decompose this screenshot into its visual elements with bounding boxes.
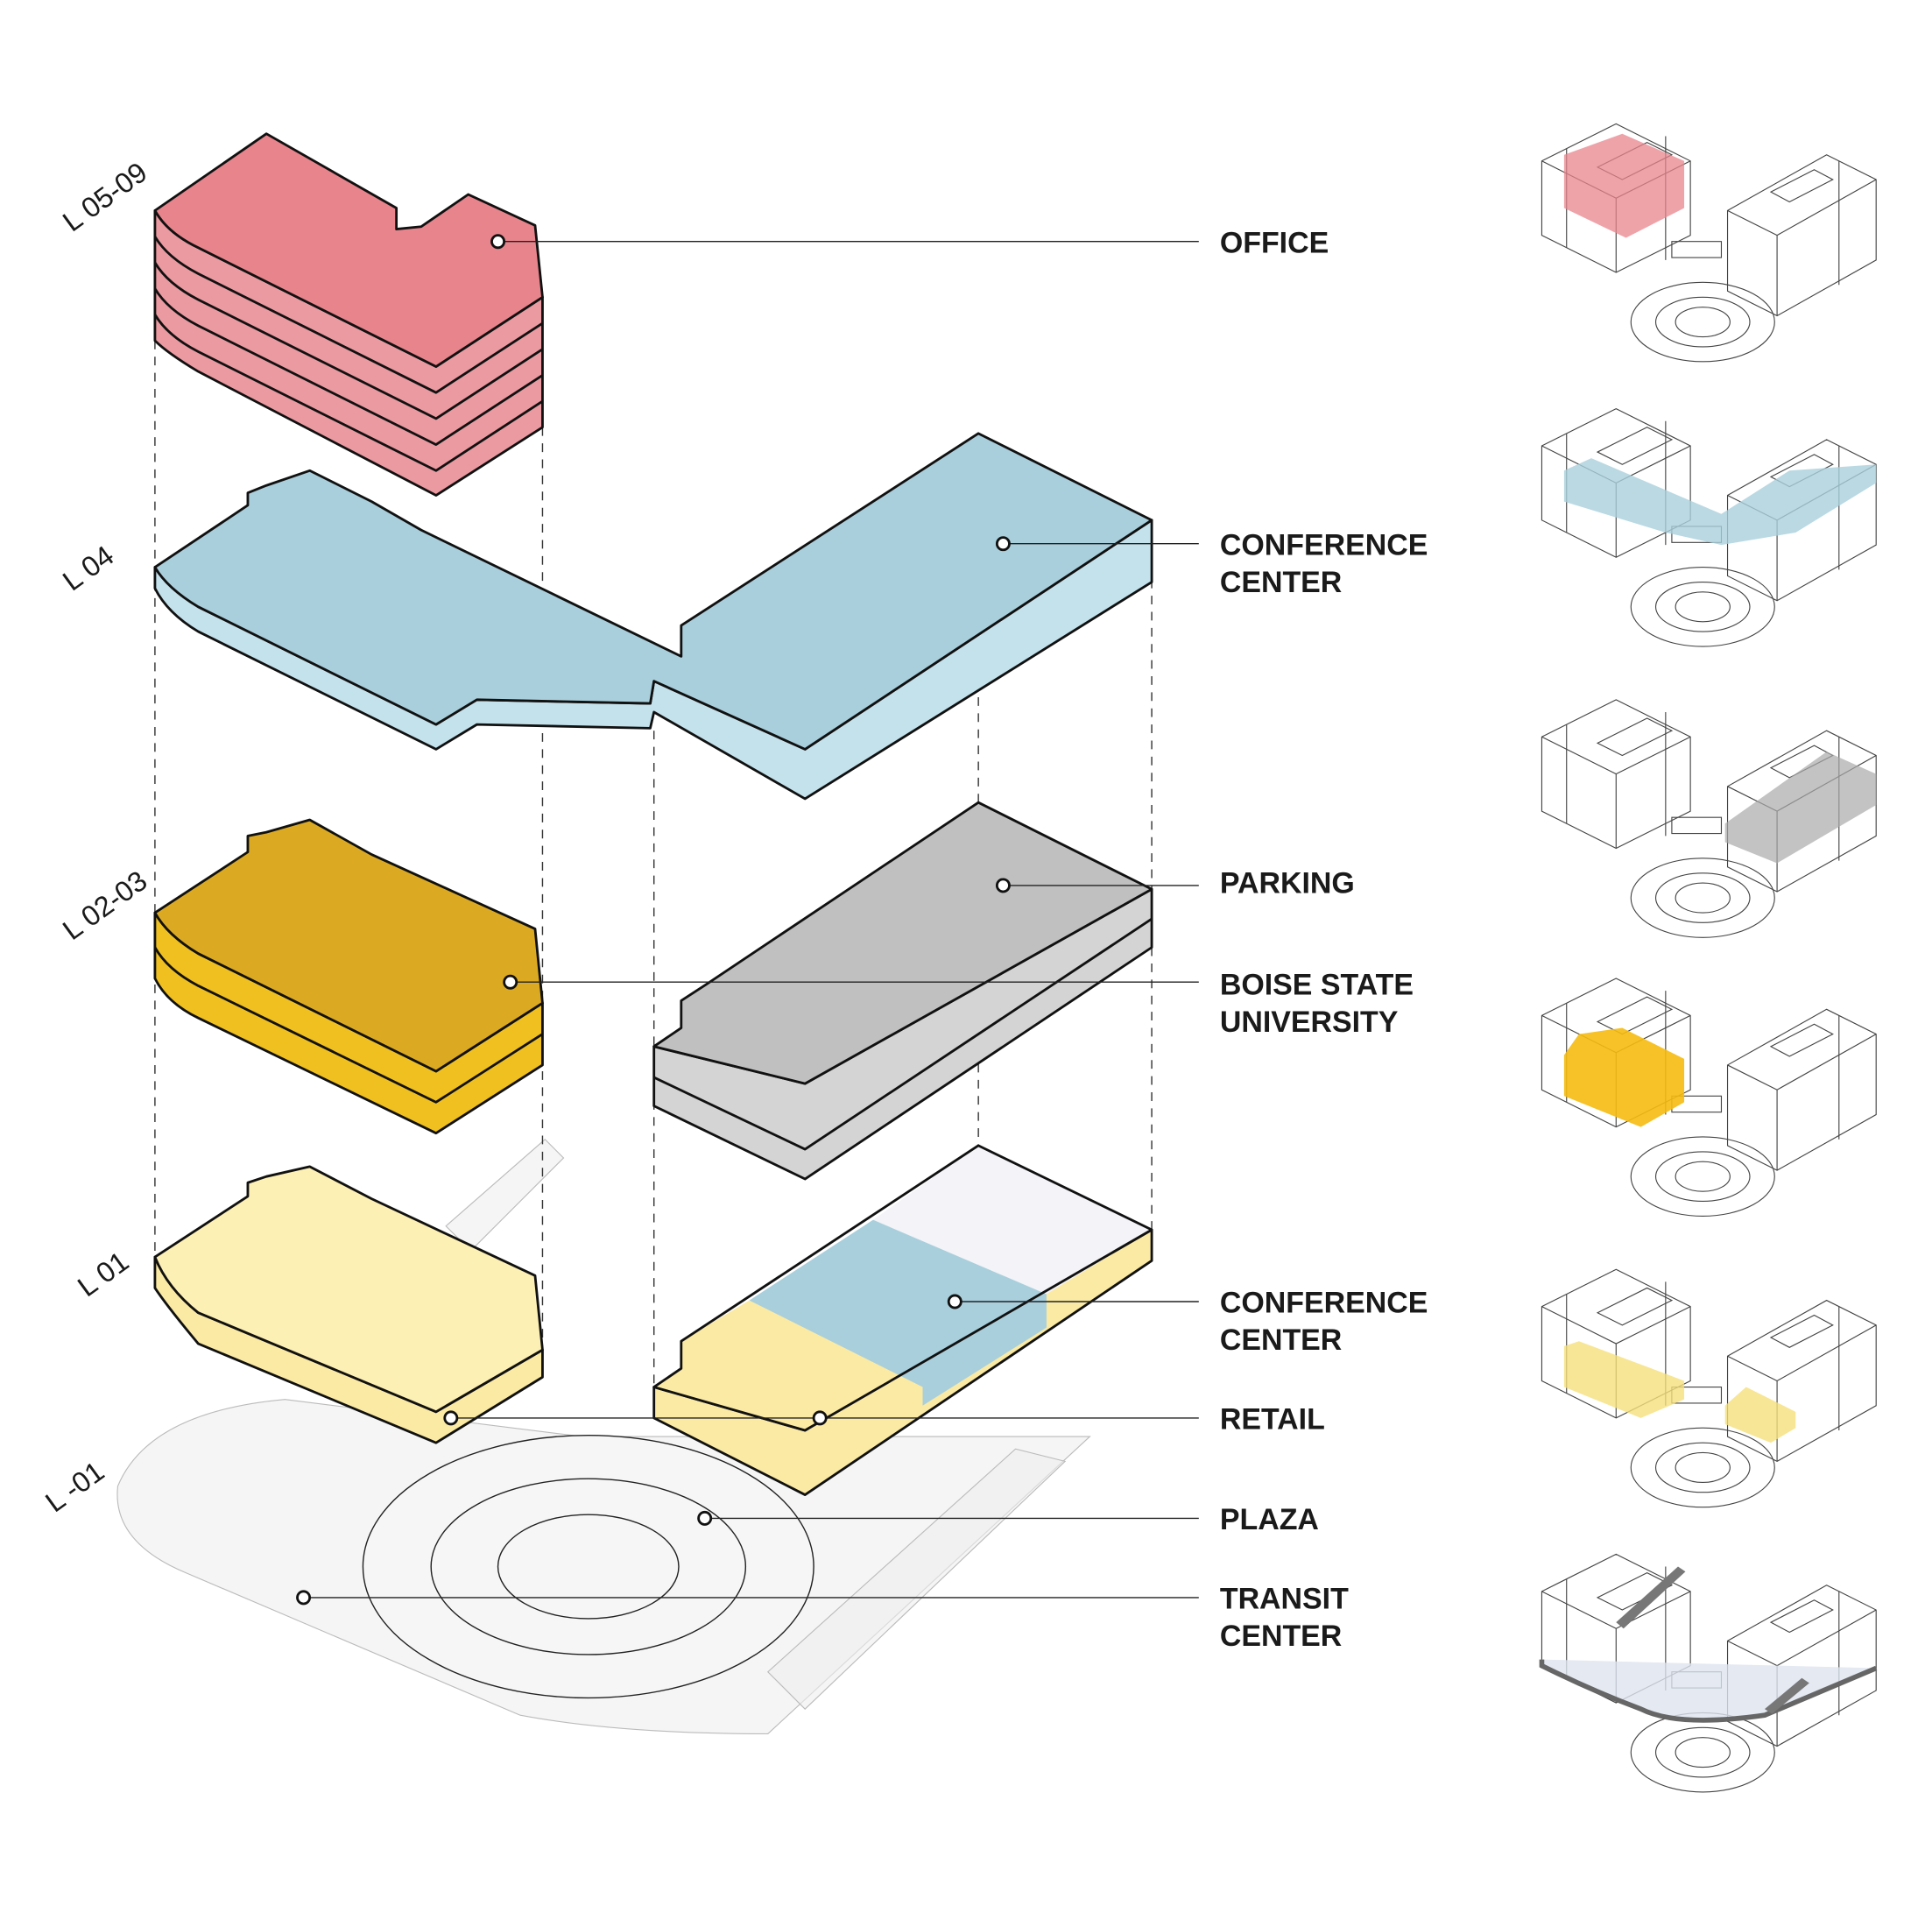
label-conference-lower-2: CENTER (1220, 1323, 1342, 1357)
thumbnail-university (1541, 978, 1877, 1217)
thumbnail-retail (1541, 1268, 1877, 1508)
university-marker (503, 974, 518, 990)
level-label-l-01: L -01 (39, 1455, 109, 1518)
label-conference-lower-1: CONFERENCE (1220, 1287, 1428, 1320)
level-labels: L 05-09 L 04 L 02-03 L 01 L -01 (39, 156, 152, 1518)
program-labels: OFFICE CONFERENCE CENTER PARKING BOISE S… (1220, 226, 1428, 1653)
label-plaza: PLAZA (1220, 1503, 1319, 1536)
level-label-l02-03: L 02-03 (57, 865, 152, 946)
parking-block (652, 801, 1153, 1181)
label-boise-state-2: UNIVERSITY (1220, 1006, 1399, 1039)
level-label-l05-09: L 05-09 (57, 156, 152, 237)
thumbnail-office (1541, 123, 1877, 363)
retail-marker-left (443, 1410, 459, 1426)
leader-lines (296, 234, 1199, 1606)
ground-level-transit-plaza (116, 1138, 1091, 1735)
conference-lower-marker (947, 1294, 962, 1309)
thumbnail-parking (1541, 699, 1877, 938)
l01-retail-block-left (153, 1165, 544, 1444)
label-transit-2: CENTER (1220, 1620, 1342, 1653)
parking-marker (995, 878, 1011, 893)
label-transit-1: TRANSIT (1220, 1583, 1349, 1616)
thumbnail-conference (1541, 408, 1877, 647)
label-boise-state-1: BOISE STATE (1220, 968, 1414, 1001)
label-office: OFFICE (1220, 226, 1329, 259)
l04-conference-block (153, 432, 1153, 801)
level-label-l04: L 04 (57, 540, 119, 597)
key-thumbnails (1539, 123, 1878, 1793)
l01-right-block (652, 1144, 1153, 1496)
university-block (153, 818, 544, 1135)
office-marker (490, 234, 506, 250)
thumbnail-transit (1539, 1553, 1878, 1793)
plaza-marker (697, 1510, 713, 1526)
retail-marker-right (812, 1410, 828, 1426)
label-conference-upper-1: CONFERENCE (1220, 528, 1428, 561)
label-parking: PARKING (1220, 866, 1355, 900)
level-label-l01: L 01 (72, 1246, 134, 1303)
label-conference-upper-2: CENTER (1220, 566, 1342, 599)
label-retail: RETAIL (1220, 1403, 1325, 1436)
transit-marker (296, 1590, 312, 1606)
office-block (153, 132, 544, 497)
conference-upper-marker (995, 536, 1011, 552)
